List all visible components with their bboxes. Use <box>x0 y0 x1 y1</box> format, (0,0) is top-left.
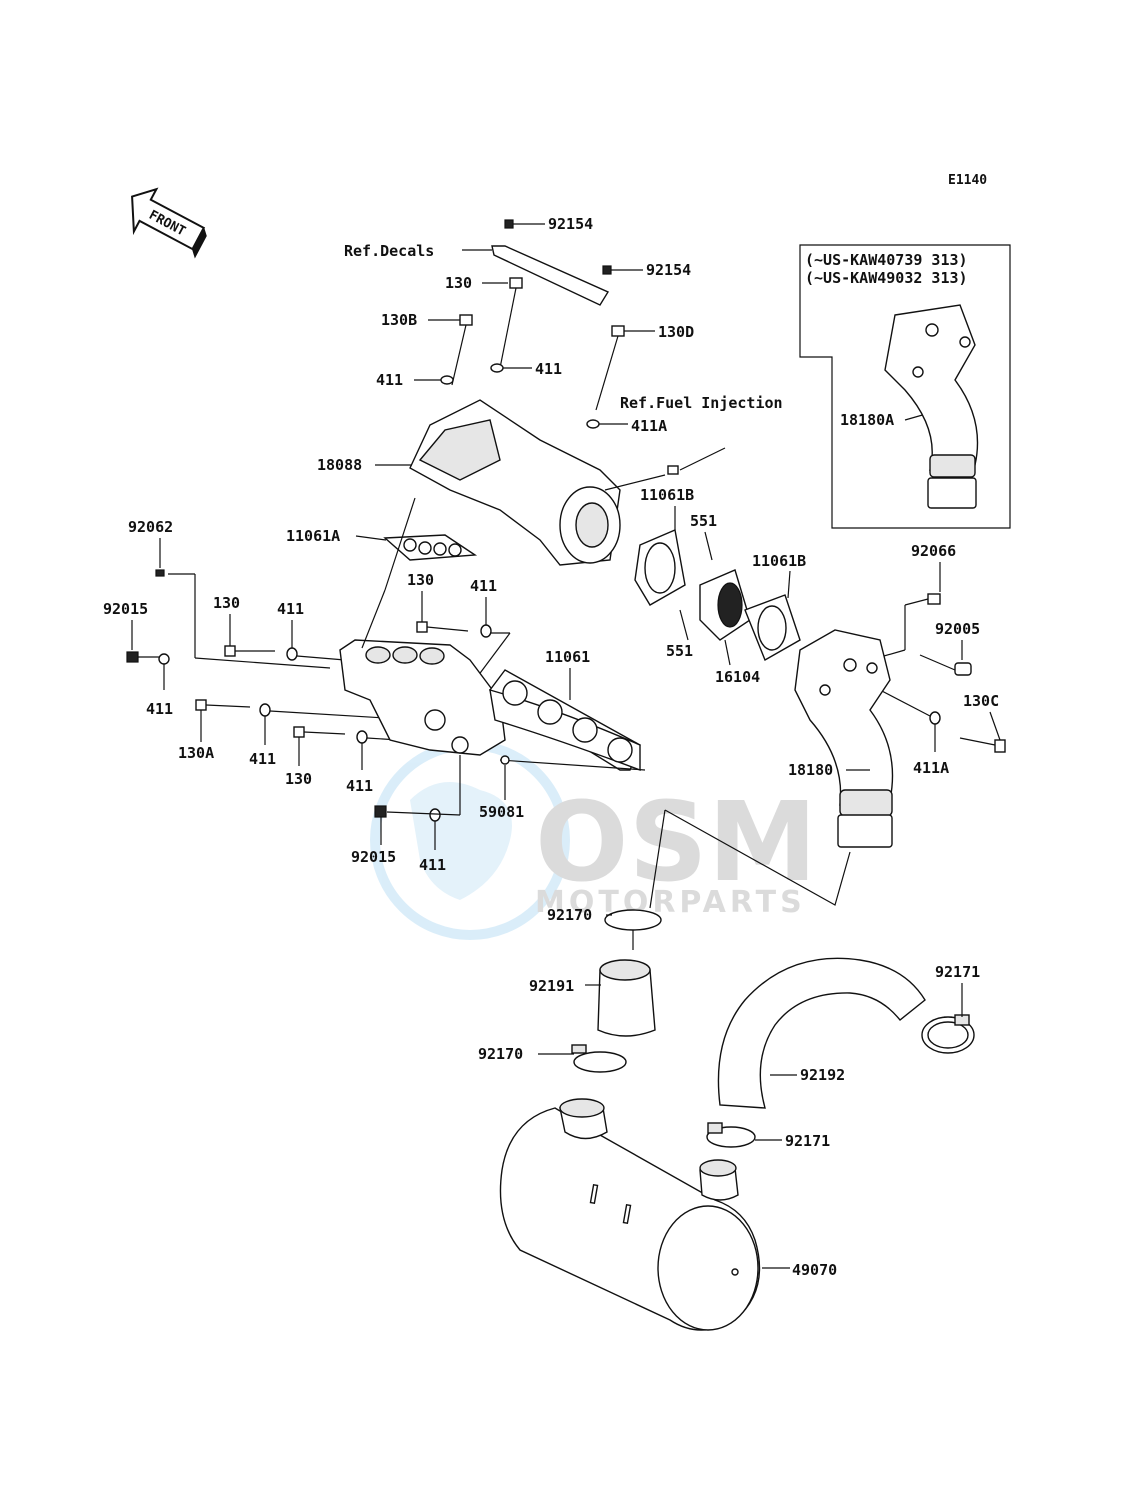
callout-92170-a: 92170 <box>547 906 592 924</box>
callout-92015-b: 92015 <box>351 848 396 866</box>
gasket-11061a: 11061A <box>286 527 478 561</box>
callout-92171-b: 92171 <box>785 1132 830 1150</box>
callout-411-l6: 411 <box>419 856 446 874</box>
callout-551-a: 551 <box>690 512 717 530</box>
inset-part-label: 18180A <box>840 411 894 429</box>
watermark-sub: MOTORPARTS <box>535 885 806 920</box>
callout-130d: 130D <box>658 323 694 341</box>
callout-130-l2: 130 <box>407 571 434 589</box>
callout-411-l2: 411 <box>470 577 497 595</box>
callout-551-b: 551 <box>666 642 693 660</box>
inset-line-2: (~US-KAW49032 313) <box>805 269 968 287</box>
callout-59081: 59081 <box>479 803 524 821</box>
callout-130-l1: 130 <box>213 594 240 612</box>
callout-411-l4: 411 <box>249 750 276 768</box>
callout-92062: 92062 <box>128 518 173 536</box>
cooler-group: 11061B 551 11061B 551 16104 <box>634 486 806 686</box>
callout-92015-a: 92015 <box>103 600 148 618</box>
watermark: OSM MOTORPARTS <box>370 740 817 940</box>
callout-92005: 92005 <box>935 620 980 638</box>
inset-box: (~US-KAW40739 313) (~US-KAW49032 313) 18… <box>799 244 1011 529</box>
callout-92154-a: 92154 <box>548 215 593 233</box>
callout-411a-top: 411A <box>631 417 667 435</box>
callout-411-l3: 411 <box>146 700 173 718</box>
callout-130-l3: 130 <box>285 770 312 788</box>
ref-decals: Ref.Decals <box>344 242 434 260</box>
top-hardware: Ref.Decals 92154 92154 130 130B 130D 411… <box>344 215 783 475</box>
callout-92192: 92192 <box>800 1066 845 1084</box>
right-hardware: 92066 92005 130C 411A 18180 <box>664 542 1006 906</box>
callout-92066: 92066 <box>911 542 956 560</box>
callout-411a-right: 411A <box>913 759 949 777</box>
callout-92171-a: 92171 <box>935 963 980 981</box>
callout-16104: 16104 <box>715 668 760 686</box>
callout-130-top: 130 <box>445 274 472 292</box>
callout-92170-b: 92170 <box>478 1045 523 1063</box>
callout-411-l5: 411 <box>346 777 373 795</box>
callout-11061: 11061 <box>545 648 590 666</box>
callout-49070: 49070 <box>792 1261 837 1279</box>
callout-92154-b: 92154 <box>646 261 691 279</box>
callout-130c: 130C <box>963 692 999 710</box>
callout-11061b-b: 11061B <box>752 552 806 570</box>
ref-fuel-injection: Ref.Fuel Injection <box>620 394 783 412</box>
muffler-group: 92170 92191 92170 92171 92192 92171 <box>478 809 980 1331</box>
callout-18088: 18088 <box>317 456 362 474</box>
watermark-brand: OSM <box>535 778 817 906</box>
callout-130a: 130A <box>178 744 214 762</box>
left-hardware: 92062 92015 130 411 130 411 411 130A <box>103 497 646 874</box>
callout-411-a: 411 <box>376 371 403 389</box>
front-arrow-icon: FRONT <box>131 187 207 259</box>
inset-line-1: (~US-KAW40739 313) <box>805 251 968 269</box>
callout-411-b: 411 <box>535 360 562 378</box>
diagram-code: E1140 <box>948 173 987 188</box>
callout-411-l1: 411 <box>277 600 304 618</box>
manifold-18088: 18088 <box>317 399 666 566</box>
callout-11061b-a: 11061B <box>640 486 694 504</box>
callout-18180: 18180 <box>788 761 833 779</box>
callout-11061a: 11061A <box>286 527 340 545</box>
callout-130b: 130B <box>381 311 417 329</box>
callout-92191: 92191 <box>529 977 574 995</box>
